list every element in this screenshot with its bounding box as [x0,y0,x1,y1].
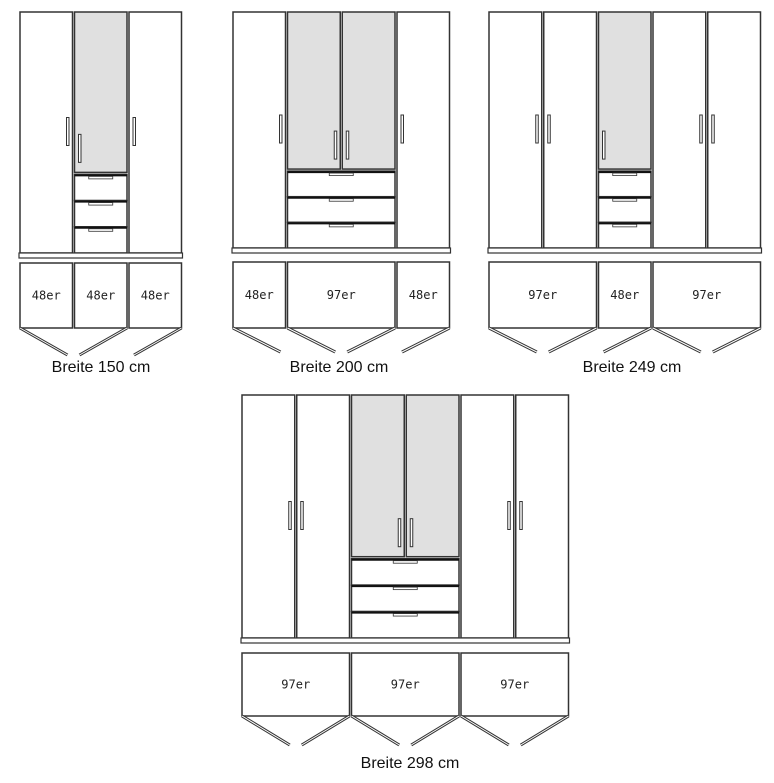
wardrobe-base [240,637,571,644]
drawer-handle [88,202,114,206]
door-handle [78,133,82,163]
module-label: 48er [32,289,61,303]
plan-module [232,261,287,329]
door [128,11,183,254]
door-swing-inner [351,715,400,746]
drawer-handle [88,175,114,180]
door-swing-inner [232,327,281,353]
door-swing-inner [712,327,761,353]
drawer-handle [88,228,114,232]
door-swing-inner [19,327,68,356]
module-label: 97er [500,678,529,692]
glass-door [73,11,128,174]
door-swing-inner [603,327,652,353]
door [19,11,74,254]
caption-298: Breite 298 cm [360,755,460,772]
door [652,11,707,249]
drawer-handle [328,223,354,228]
door-handle [507,501,511,530]
wardrobe-base [487,247,763,254]
door-handle [288,501,292,530]
plan-module [460,652,570,717]
door-handle [333,130,338,160]
module-label: 97er [327,288,356,302]
door-swing-inner [460,715,510,746]
plan-module [19,262,74,329]
module-label: 48er [409,288,438,302]
glass-door [286,11,341,170]
door-handle [699,114,703,144]
drawer [286,170,396,198]
plan-module [488,261,598,329]
glass-door [341,11,396,170]
wardrobe-base [18,252,184,259]
drawer-handle [328,198,354,202]
door-handle [711,114,715,144]
plan-module [73,262,128,329]
door-swing-inner [347,327,396,353]
plan-module [396,261,451,329]
door-swing-inner [548,327,597,353]
door [241,394,296,639]
door [488,11,543,249]
glass-door [597,11,652,170]
drawer-handle [612,172,638,176]
door-swing-inner [133,327,182,356]
plan-module [128,262,183,329]
drawer-handle [612,198,638,202]
plan-module [350,652,460,717]
door [396,11,451,249]
door-swing-inner [488,327,537,353]
door-handle [535,114,539,144]
door-swing-inner [301,715,350,746]
door-handle [400,114,404,144]
door-handle [66,117,70,146]
module-label: 97er [528,288,557,302]
module-label: 48er [245,288,274,302]
drawer-handle [612,223,638,228]
door-handle [519,501,523,530]
plan-module [597,261,652,329]
module-label: 48er [141,289,170,303]
door-swing-inner [79,327,128,356]
door [232,11,287,249]
plan-module [652,261,762,329]
module-label: 48er [610,288,639,302]
plan-module [241,652,351,717]
door-swing-inner [241,715,291,746]
module-label: 97er [281,678,310,692]
plan-module [286,261,396,329]
door-swing-inner [520,715,569,746]
door-handle [602,130,606,160]
door [296,394,351,639]
glass-door [405,394,460,558]
door-handle [279,114,283,144]
door-handle [300,501,304,530]
drawer-handle [328,172,354,176]
door [707,11,762,249]
door-handle [409,518,414,548]
caption-249: Breite 249 cm [582,359,682,376]
door-swing-inner [287,327,336,353]
door-handle [547,114,551,144]
caption-200: Breite 200 cm [289,359,389,376]
module-label: 48er [86,289,115,303]
glass-door [350,394,405,558]
door-handle [345,130,350,160]
drawer-handle [392,586,418,591]
door-handle [132,117,136,146]
door-swing-inner [410,715,460,746]
drawer-handle [392,560,418,564]
wardrobe-base [231,247,452,254]
caption-150: Breite 150 cm [51,359,151,376]
door [515,394,570,639]
door-handle [397,518,402,548]
module-label: 97er [391,678,420,692]
door-swing-inner [652,327,701,353]
module-label: 97er [692,288,721,302]
door-swing-inner [401,327,450,353]
drawer-handle [392,613,418,617]
door [543,11,598,249]
door [460,394,515,639]
